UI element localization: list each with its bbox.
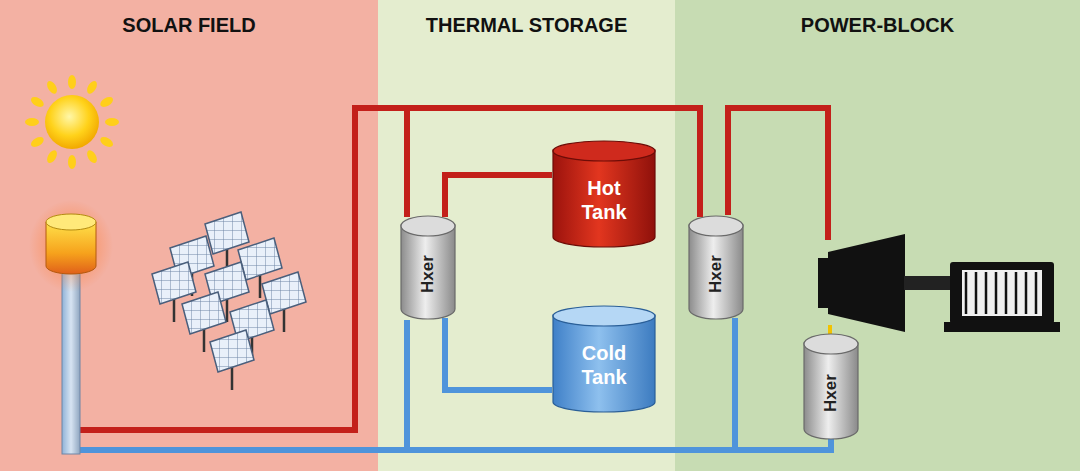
storage-tank: Hot Tank — [552, 140, 656, 248]
heliostat-field — [152, 212, 306, 390]
tank-label: Hot Tank — [574, 176, 634, 224]
exchanger-label: Hxer — [821, 374, 841, 412]
exchanger-label: Hxer — [706, 255, 726, 293]
sun-ray — [29, 95, 45, 109]
pipe-connector — [445, 318, 552, 390]
pipe-connector — [735, 318, 831, 450]
sun-ray — [99, 135, 115, 149]
sun-ray — [45, 149, 59, 165]
sun-ray — [29, 135, 45, 149]
sun-ray — [45, 79, 59, 95]
sun-ray — [105, 118, 119, 126]
region-heading: SOLAR FIELD — [0, 14, 378, 37]
heat-exchanger: Hxer — [400, 215, 456, 320]
storage-tank: Cold Tank — [552, 305, 656, 413]
exchanger-label: Hxer — [418, 255, 438, 293]
sun-ray — [68, 155, 76, 169]
turbine-generator — [818, 234, 1060, 339]
sun-disc — [45, 95, 99, 149]
solar-loop-pipes — [64, 108, 828, 450]
region-band: THERMAL STORAGE Hxer Hot TankCold Tank — [378, 0, 675, 471]
sun-ray — [68, 75, 76, 89]
region-heading: THERMAL STORAGE — [378, 14, 675, 37]
pipe-connector — [407, 108, 700, 217]
sun-icon — [25, 75, 119, 169]
heat-exchanger: Hxer — [803, 333, 859, 440]
region-heading: POWER-BLOCK — [675, 14, 1080, 37]
sun-ray — [85, 149, 99, 165]
pipe-connector — [445, 175, 552, 217]
heat-exchanger: Hxer — [688, 215, 744, 320]
sun-ray — [85, 79, 99, 95]
sun-ray — [99, 95, 115, 109]
solar-receiver — [29, 200, 113, 454]
tank-label: Cold Tank — [574, 341, 634, 389]
sun-ray — [25, 118, 39, 126]
